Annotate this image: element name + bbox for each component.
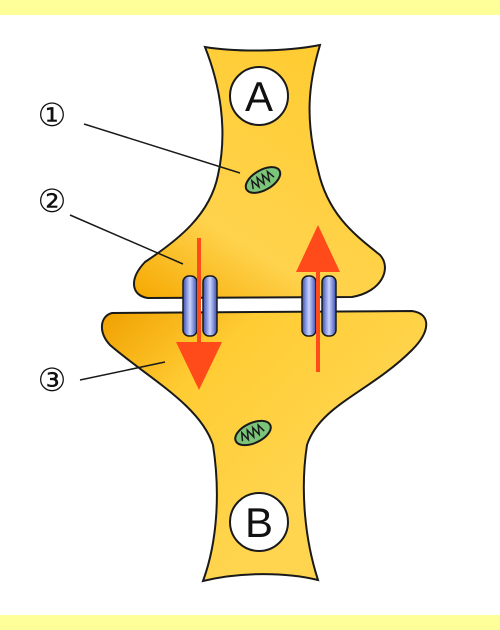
down-arrow-icon	[176, 238, 222, 390]
callout-3-label: ③	[38, 362, 67, 398]
neuron-b-body	[101, 309, 428, 583]
neuron-a-marker	[229, 66, 289, 126]
neuron-a-label: A	[245, 73, 273, 120]
callout-1-leader	[83, 123, 241, 174]
callout-2-label: ②	[38, 183, 67, 219]
callout-2-leader	[69, 214, 184, 265]
callout-1-label: ①	[38, 97, 67, 133]
callout-3-leader	[79, 361, 166, 381]
mitochondrion-icon	[244, 166, 282, 194]
top-band	[0, 0, 500, 15]
up-arrow-icon	[296, 225, 340, 372]
neuron-b-label: B	[245, 499, 273, 546]
mitochondrion-icon	[234, 419, 272, 447]
neuron-b-marker	[229, 492, 289, 552]
bottom-band	[0, 615, 500, 630]
